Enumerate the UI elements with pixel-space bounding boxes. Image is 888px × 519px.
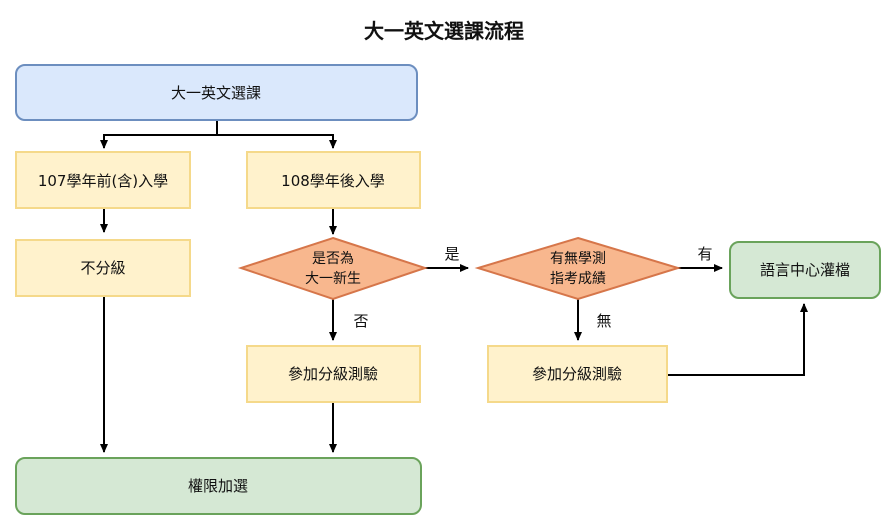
diagram-title: 大一英文選課流程 bbox=[364, 19, 524, 43]
node-start: 大一英文選課 bbox=[15, 64, 418, 121]
node-placement-test-1-label: 參加分級測驗 bbox=[288, 365, 378, 383]
node-lang-center-label: 語言中心灌檔 bbox=[760, 261, 850, 279]
decision-has-test: 有無學測 指考成績 bbox=[474, 236, 682, 301]
decision-is-freshman: 是否為 大一新生 bbox=[237, 236, 429, 301]
edge-split-right bbox=[217, 134, 337, 149]
decision-is-freshman-line2: 大一新生 bbox=[305, 271, 361, 287]
node-start-label: 大一英文選課 bbox=[171, 84, 261, 102]
edge-label-no: 否 bbox=[353, 312, 368, 330]
node-no-level-label: 不分級 bbox=[80, 259, 125, 277]
edge-label-none: 無 bbox=[596, 312, 611, 330]
edge-test2-langcenter bbox=[667, 303, 808, 376]
node-add-course-label: 權限加選 bbox=[188, 477, 248, 495]
decision-has-test-line2: 指考成績 bbox=[550, 271, 606, 287]
node-add-course: 權限加選 bbox=[15, 457, 422, 515]
node-no-level: 不分級 bbox=[15, 239, 191, 297]
node-before107: 107學年前(含)入學 bbox=[15, 151, 191, 209]
node-placement-test-1: 參加分級測驗 bbox=[246, 345, 421, 403]
edges bbox=[100, 120, 808, 453]
node-placement-test-2: 參加分級測驗 bbox=[487, 345, 668, 403]
node-after108: 108學年後入學 bbox=[246, 151, 421, 209]
node-after108-label: 108學年後入學 bbox=[281, 172, 385, 190]
node-placement-test-2-label: 參加分級測驗 bbox=[532, 365, 622, 383]
edge-label-yes: 是 bbox=[444, 245, 459, 263]
edge-label-have: 有 bbox=[697, 245, 712, 263]
decision-is-freshman-line1: 是否為 bbox=[312, 251, 354, 267]
decision-has-test-line1: 有無學測 bbox=[550, 251, 606, 267]
node-before107-label: 107學年前(含)入學 bbox=[38, 172, 168, 190]
edge-split-left bbox=[100, 134, 217, 149]
node-lang-center: 語言中心灌檔 bbox=[729, 241, 881, 299]
